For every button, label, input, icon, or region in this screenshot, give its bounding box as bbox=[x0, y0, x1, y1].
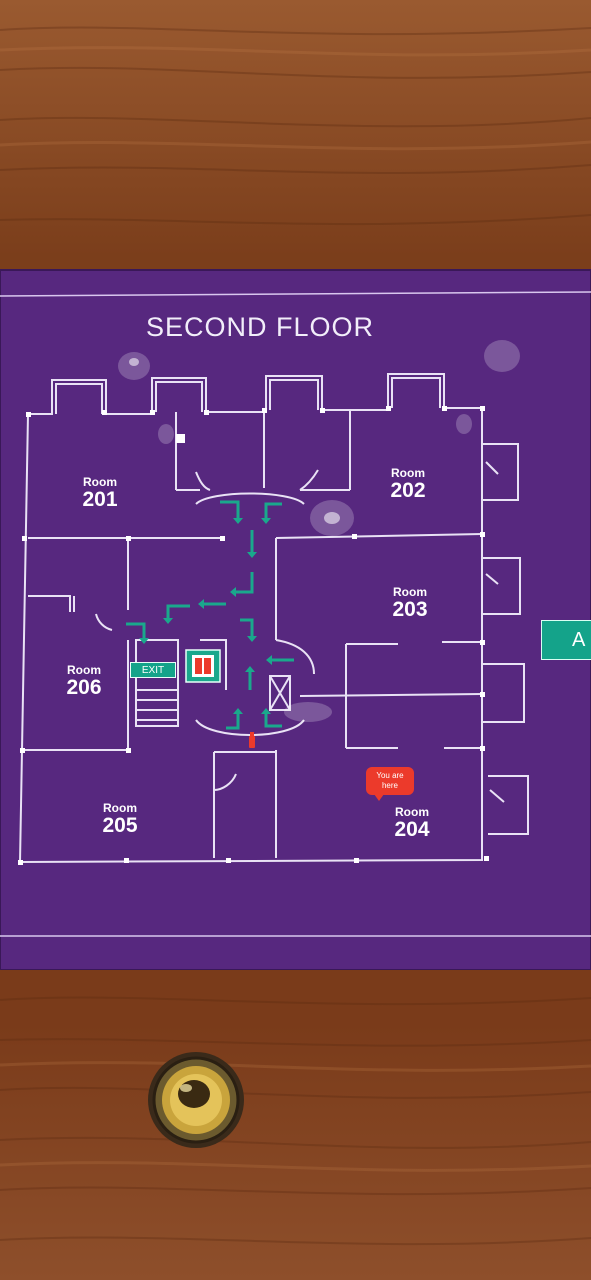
room-number: 205 bbox=[102, 814, 138, 837]
route-arrows bbox=[126, 500, 294, 730]
room-word: Room bbox=[67, 663, 101, 677]
floor-plan-sign bbox=[0, 269, 591, 970]
room-number: 204 bbox=[394, 818, 430, 841]
room-label-206: Room 206 bbox=[54, 664, 114, 698]
you-are-here-line2: here bbox=[381, 781, 398, 790]
room-word: Room bbox=[83, 475, 117, 489]
room-number: 201 bbox=[82, 488, 118, 511]
you-are-here-line1: You are bbox=[376, 771, 404, 780]
floor-title: SECOND FLOOR bbox=[145, 312, 375, 342]
room-label-202: Room 202 bbox=[378, 467, 438, 501]
exit-sign: EXIT bbox=[130, 662, 176, 678]
floor-plan-walls bbox=[18, 373, 529, 864]
room-word: Room bbox=[393, 585, 427, 599]
room-label-203: Room 203 bbox=[380, 586, 440, 620]
wall-joints bbox=[18, 406, 489, 865]
route-arrow-icon bbox=[139, 518, 272, 714]
room-number: 206 bbox=[66, 676, 102, 699]
fire-extinguisher-icon bbox=[249, 732, 255, 748]
room-label-205: Room 205 bbox=[90, 802, 150, 836]
you-are-here-marker: You are here bbox=[366, 767, 414, 801]
room-word: Room bbox=[395, 805, 429, 819]
room-label-204: Room 204 bbox=[382, 806, 442, 840]
room-word: Room bbox=[391, 466, 425, 480]
adjacent-sign-tab: A bbox=[541, 620, 591, 660]
room-number: 203 bbox=[392, 598, 428, 621]
room-label-201: Room 201 bbox=[70, 476, 130, 510]
elevator-icon bbox=[185, 649, 221, 683]
room-number: 202 bbox=[390, 479, 426, 502]
room-word: Room bbox=[103, 801, 137, 815]
bolt-icon bbox=[148, 1052, 244, 1148]
